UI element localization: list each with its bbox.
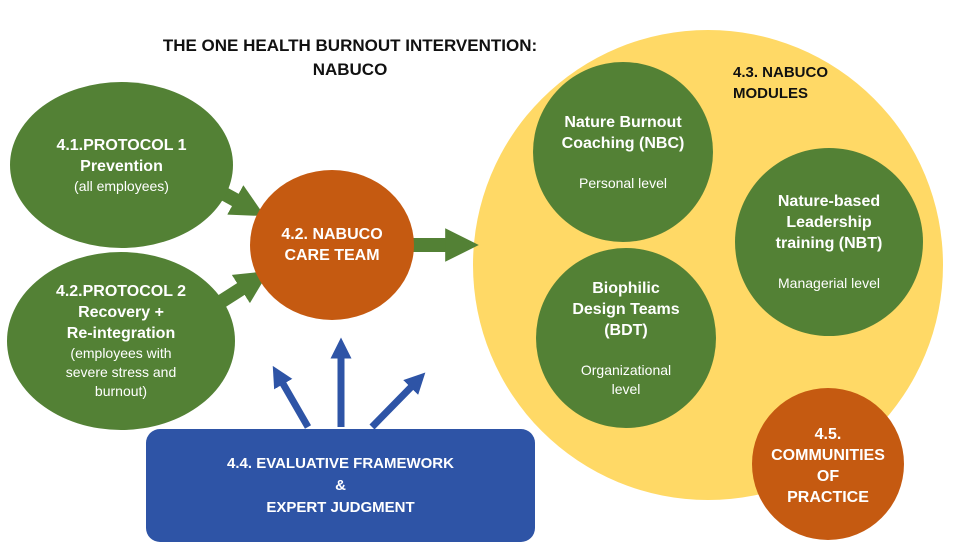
modules-label-line2: MODULES: [733, 85, 808, 102]
communities-line4: PRACTICE: [787, 489, 869, 506]
communities-line2: COMMUNITIES: [771, 447, 885, 464]
care-team-circle: 4.2. NABUCO CARE TEAM: [250, 170, 414, 320]
evaluation-line1: 4.4. EVALUATIVE FRAMEWORK: [227, 454, 454, 472]
modules-label-line1: 4.3. NABUCO: [733, 64, 829, 81]
module-bdt-title1: Biophilic: [592, 279, 660, 297]
module-nbc-level: Personal level: [579, 174, 667, 191]
protocol1-heading2: Prevention: [80, 157, 163, 175]
module-bdt-level2: level: [611, 380, 641, 397]
module-bdt-circle: Biophilic Design Teams (BDT) Organizatio…: [536, 248, 716, 428]
care-team-line1: 4.2. NABUCO: [281, 226, 383, 243]
arrow-evaluation-right: [369, 372, 426, 430]
module-nbc-title2: Coaching (NBC): [561, 134, 685, 152]
protocol2-heading1: 4.2.PROTOCOL 2: [55, 283, 187, 300]
protocol2-heading2: Recovery +: [78, 304, 164, 321]
evaluation-box: 4.4. EVALUATIVE FRAMEWORK & EXPERT JUDGM…: [146, 429, 535, 542]
protocol2-sub1: (employees with: [70, 345, 172, 361]
module-nbt-title2: Leadership: [786, 214, 872, 231]
evaluation-line2: &: [335, 476, 346, 494]
module-bdt-title3: (BDT): [604, 321, 648, 339]
module-bdt-title2: Design Teams: [572, 300, 680, 318]
module-bdt-level1: Organizational: [580, 361, 672, 378]
protocol1-sub: (all employees): [74, 177, 169, 194]
module-nbt-circle: Nature-based Leadership training (NBT) M…: [735, 148, 923, 336]
module-nbc-title1: Nature Burnout: [564, 113, 682, 131]
protocol1-heading1: 4.1.PROTOCOL 1: [56, 136, 187, 154]
diagram-title-line2: NABUCO: [312, 60, 388, 79]
care-team-line2: CARE TEAM: [284, 247, 380, 264]
arrow-evaluation-left: [272, 365, 312, 429]
protocol2-heading3: Re-integration: [66, 325, 176, 342]
diagram-title: THE ONE HEALTH BURNOUT INTERVENTION: NAB…: [130, 34, 570, 82]
module-nbt-title1: Nature-based: [777, 193, 881, 210]
diagram-title-line1: THE ONE HEALTH BURNOUT INTERVENTION:: [162, 36, 538, 55]
protocol2-sub3: burnout): [94, 383, 148, 399]
protocol1-circle: 4.1.PROTOCOL 1 Prevention (all employees…: [10, 82, 233, 248]
protocol2-circle: 4.2.PROTOCOL 2 Recovery + Re-integration…: [7, 252, 235, 430]
communities-line1: 4.5.: [814, 426, 842, 443]
communities-line3: OF: [816, 468, 840, 485]
modules-label: 4.3. NABUCO MODULES: [733, 62, 828, 104]
protocol2-sub2: severe stress and: [65, 364, 177, 380]
module-nbt-level: Managerial level: [778, 275, 880, 291]
communities-circle: 4.5. COMMUNITIES OF PRACTICE: [752, 388, 904, 540]
module-nbt-title3: training (NBT): [775, 235, 883, 252]
evaluation-line3: EXPERT JUDGMENT: [266, 498, 415, 516]
module-nbc-circle: Nature Burnout Coaching (NBC) Personal l…: [533, 62, 713, 242]
